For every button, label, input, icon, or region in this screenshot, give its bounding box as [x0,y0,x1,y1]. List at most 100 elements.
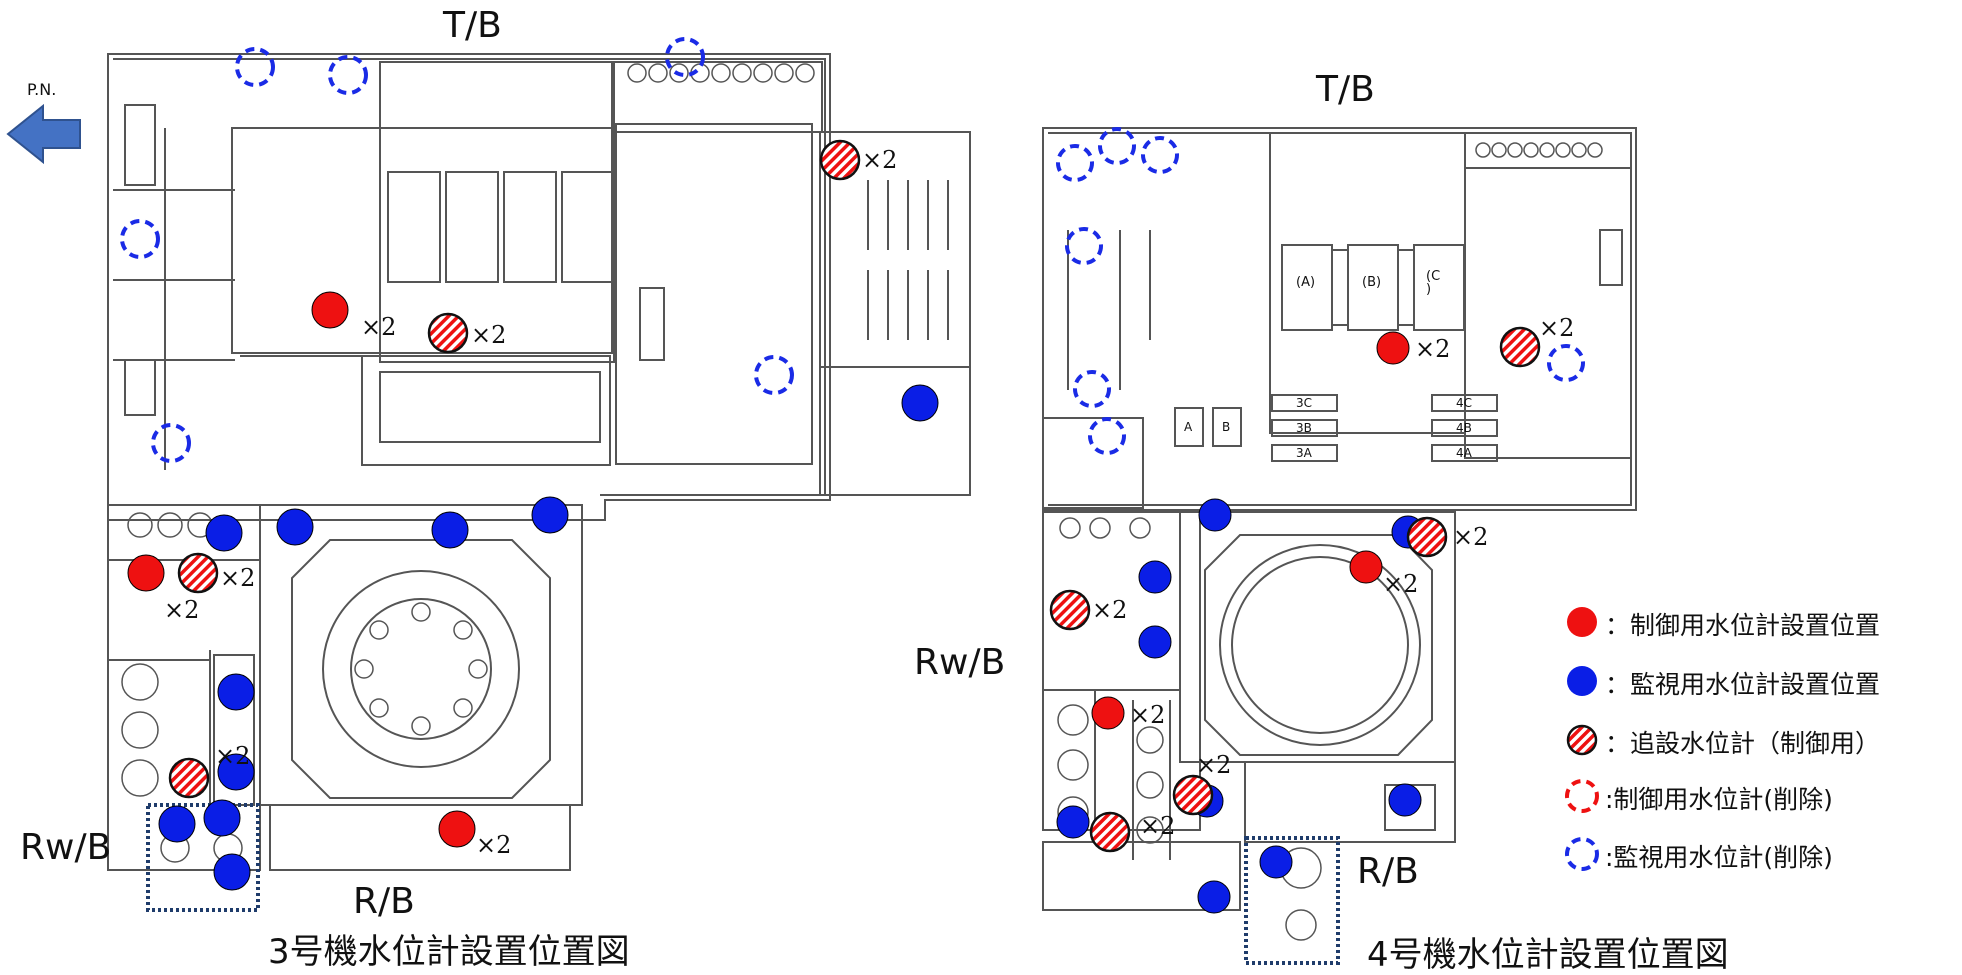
deleted-monitor-marker [1073,370,1111,408]
unit3-rb-label: R/B [353,881,415,922]
deleted-monitor-marker [235,47,275,87]
deleted-monitor-marker [1547,344,1585,382]
unit3-dotted-box [146,803,260,912]
room-label: B [1222,420,1231,434]
added-control-marker [1499,326,1541,368]
unit4-multiplier: ×2 [1130,701,1166,729]
legend-item: :制御用水位計(削除) [1595,780,1833,816]
control-marker [1091,696,1125,730]
added-control-marker [1049,589,1091,631]
deleted-monitor-marker [1065,227,1103,265]
added-control-marker [177,552,219,594]
deleted-monitor-marker [120,219,160,259]
deleted-monitor-marker [328,55,368,95]
monitor-marker [1138,625,1172,659]
room-label: 4A [1456,446,1472,460]
added-control-marker [427,312,469,354]
control-marker [127,554,165,592]
deleted-monitor-marker [754,355,794,395]
legend-red-solid-icon [1567,607,1597,637]
unit3-multiplier: ×2 [361,313,397,341]
monitor-marker [205,514,243,552]
unit4-multiplier: ×2 [1383,570,1419,598]
added-control-marker [1406,516,1448,558]
added-control-marker [168,757,210,799]
control-marker [438,810,476,848]
legend-red-hatched-icon [1566,724,1598,756]
legend-symbols [1565,607,1599,871]
unit4-multiplier: ×2 [1453,523,1489,551]
unit3-tb-label: T/B [443,5,502,46]
legend-item: ：制御用水位計設置位置 [1595,606,1880,642]
unit4-multiplier: ×2 [1196,751,1232,779]
added-control-marker [1089,811,1131,853]
unit4-multiplier: ×2 [1092,596,1128,624]
deleted-monitor-marker [151,423,191,463]
room-label: (A) [1296,275,1316,290]
legend-text: :監視用水位計(削除) [1605,843,1833,872]
unit3-markers [120,37,939,891]
deleted-monitor-marker [665,37,705,77]
room-label: (B) [1362,275,1382,290]
deleted-monitor-marker [1088,417,1126,455]
legend-text: ：追設水位計（制御用） [1605,729,1881,758]
legend-text: ：監視用水位計設置位置 [1605,670,1881,699]
monitor-marker [276,508,314,546]
deleted-monitor-marker [1141,136,1179,174]
unit4-multiplier: ×2 [1140,812,1176,840]
legend-blue-dashed-icon [1565,837,1599,871]
unit4-multiplier: ×2 [1415,335,1451,363]
unit4-markers [1049,127,1585,914]
monitor-marker [213,853,251,891]
added-control-marker [819,139,861,181]
monitor-marker [158,805,196,843]
monitor-marker [431,511,469,549]
unit3-caption: 3号機水位計設置位置図 [268,932,630,972]
monitor-marker [1138,560,1172,594]
north-arrow-icon [6,103,81,165]
legend-blue-solid-icon [1567,666,1597,696]
deleted-monitor-marker [1098,127,1136,165]
legend-red-dashed-icon [1565,779,1599,813]
legend-text: :制御用水位計(削除) [1605,785,1833,814]
north-label: P.N. [27,80,57,99]
unit4-rwb-label: Rw/B [914,642,1006,683]
legend-item: ：監視用水位計設置位置 [1595,665,1880,701]
unit3-multiplier: ×2 [215,742,251,770]
room-label: 3C [1296,396,1313,410]
room-label: 3B [1296,421,1312,435]
unit4-rb-label: R/B [1357,851,1419,892]
monitor-marker [1198,498,1232,532]
monitor-marker [203,799,241,837]
monitor-marker [1388,783,1422,817]
room-label: (C ) [1426,269,1441,297]
unit3-multiplier: ×2 [164,596,200,624]
control-marker [311,291,349,329]
unit3-rwb-label: Rw/B [20,827,112,868]
room-label: 4C [1456,396,1473,410]
unit4-dotted-box [1244,836,1340,965]
room-label: 3A [1296,446,1312,460]
monitor-marker [531,496,569,534]
legend-item: ：追設水位計（制御用） [1595,724,1880,760]
room-label: A [1184,420,1193,434]
monitor-marker [901,384,939,422]
unit4-floor-plan [1042,127,1637,941]
deleted-monitor-marker [1056,144,1094,182]
room-label: 4B [1456,421,1472,435]
unit4-caption: 4号機水位計設置位置図 [1367,935,1729,975]
unit4-tb-label: T/B [1316,69,1375,110]
legend-text: ：制御用水位計設置位置 [1605,611,1881,640]
added-control-marker [1172,774,1214,816]
unit3-multiplier: ×2 [476,831,512,859]
monitor-marker [1197,880,1231,914]
monitor-marker [217,673,255,711]
monitor-marker [217,753,255,791]
control-marker [1376,331,1410,365]
unit3-multiplier: ×2 [862,146,898,174]
monitor-marker [1056,805,1090,839]
unit3-multiplier: ×2 [471,321,507,349]
control-marker [1349,550,1383,584]
legend-item: :監視用水位計(削除) [1595,838,1833,874]
